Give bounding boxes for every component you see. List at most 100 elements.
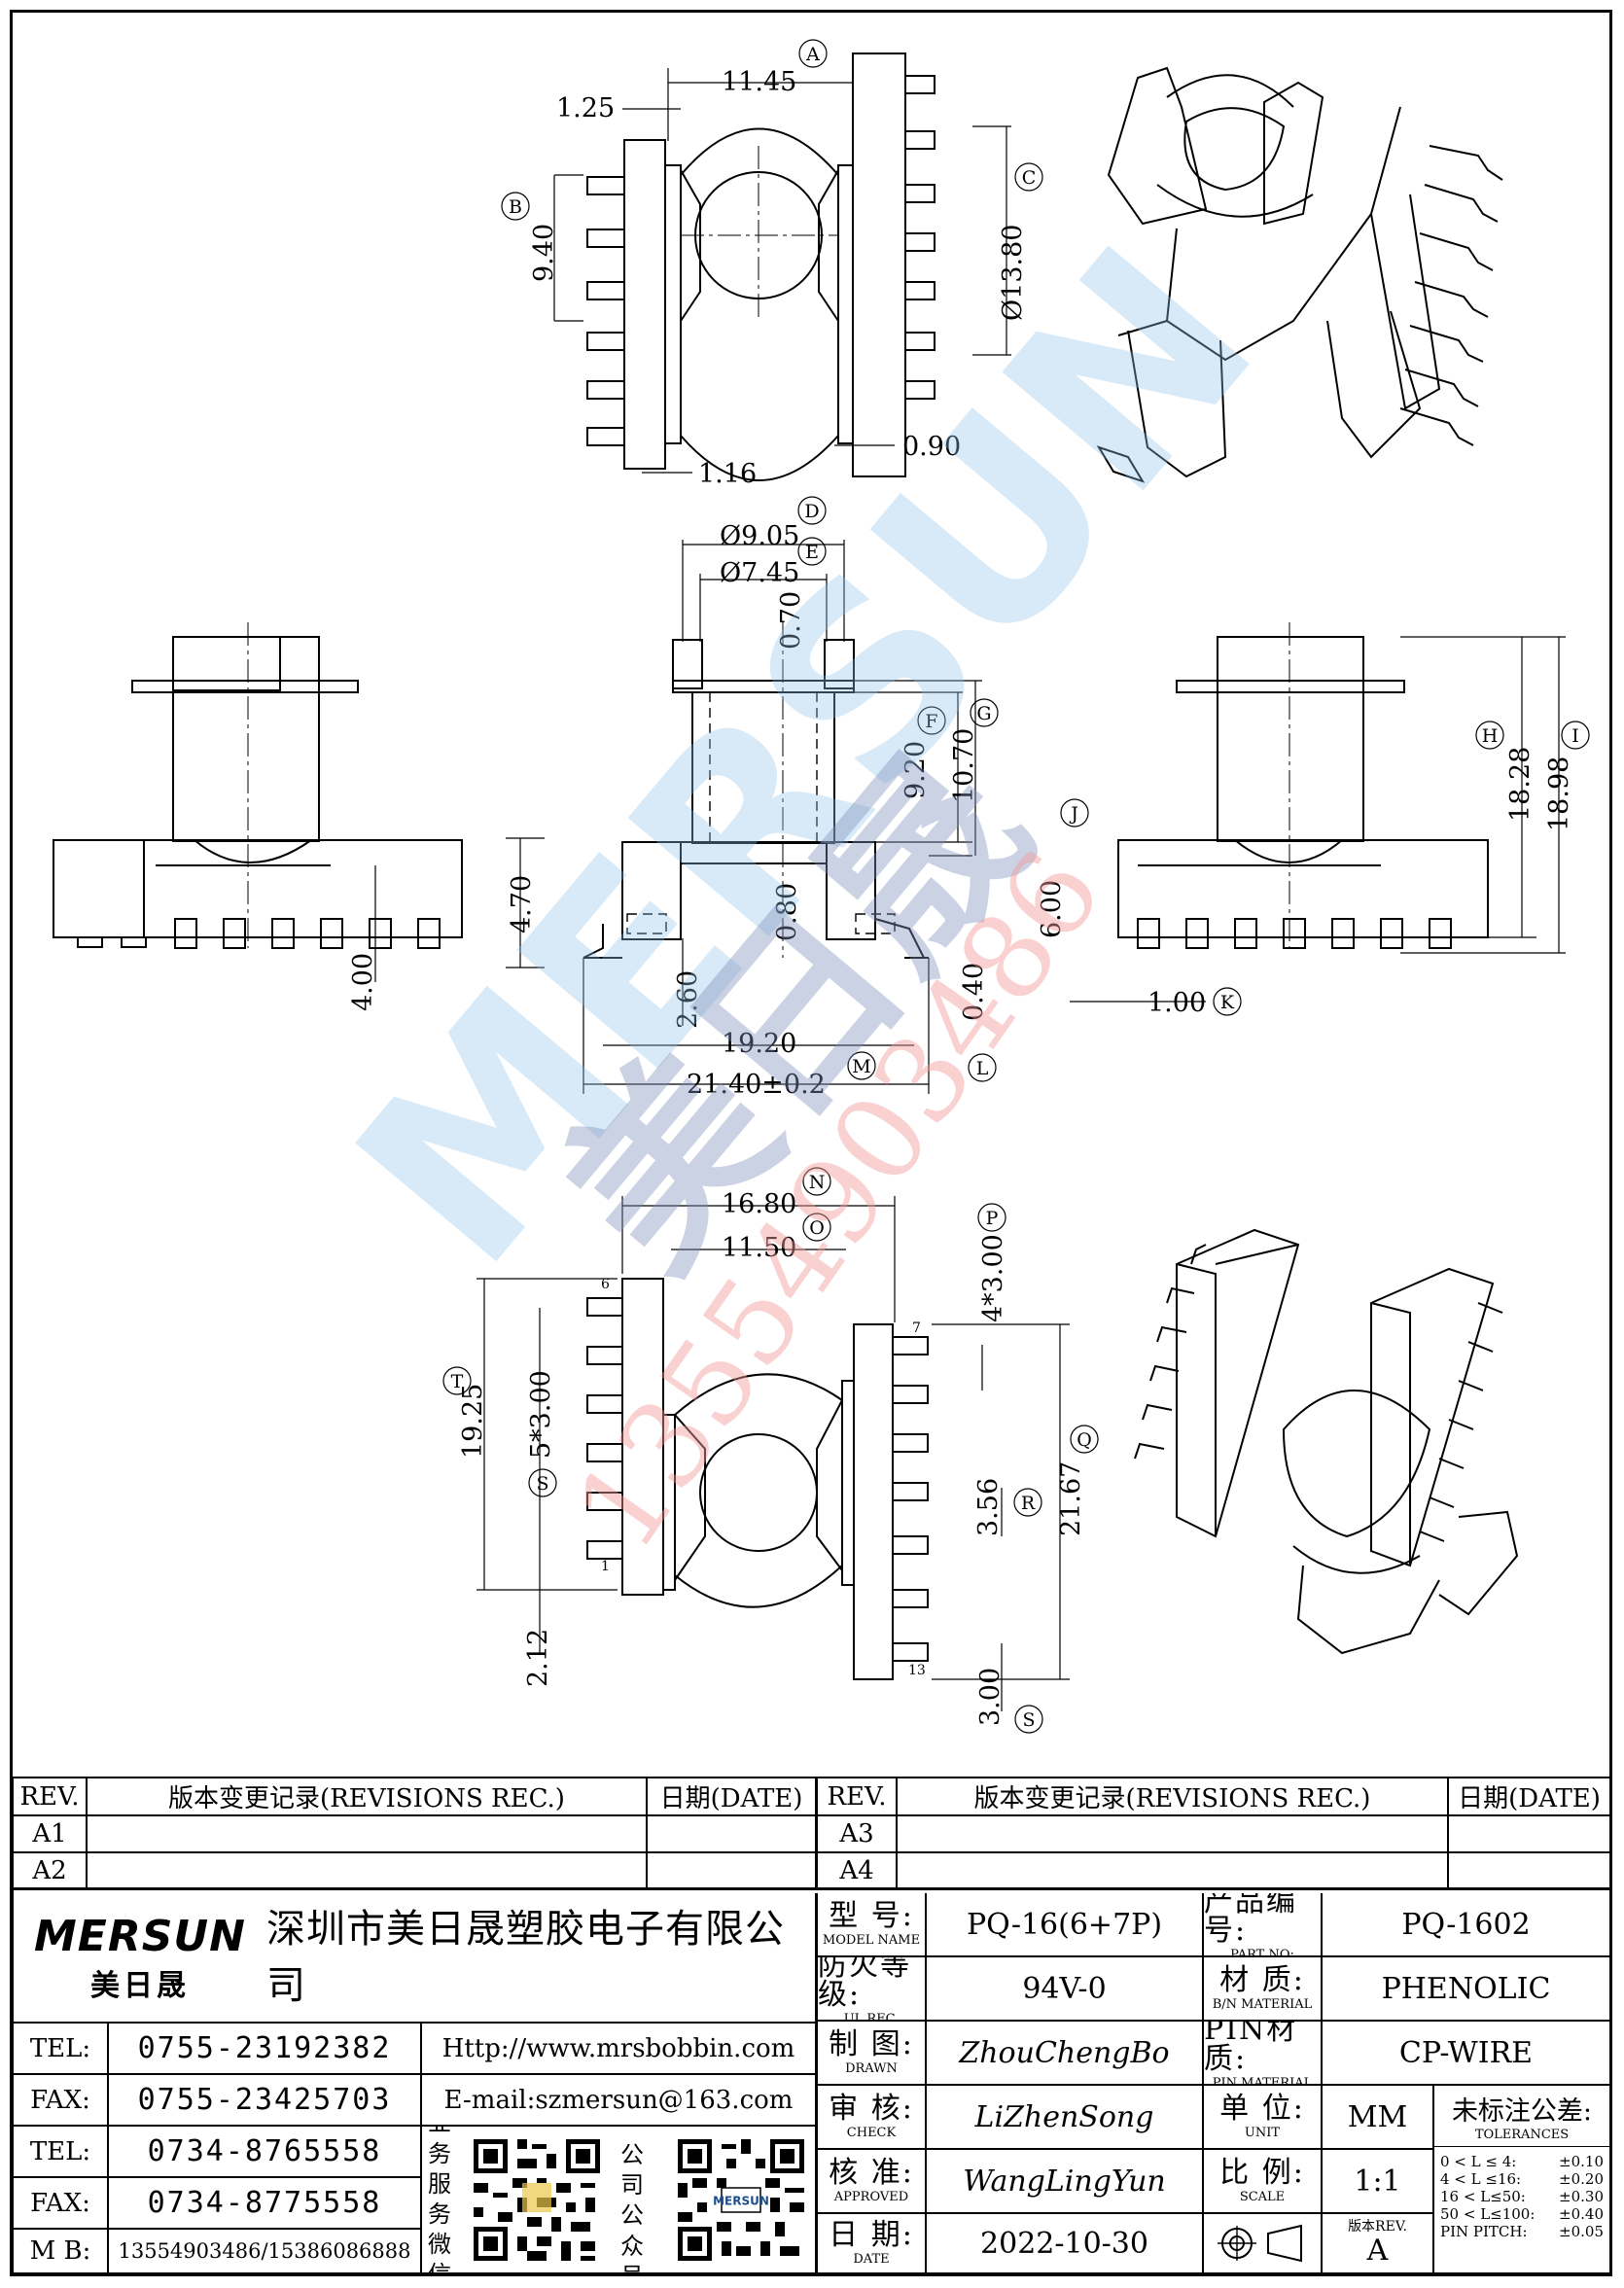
rev-a4-record xyxy=(898,1853,1449,1890)
title-block: REV. 版本变更记录(REVISIONS REC.) 日期(DATE) A1 … xyxy=(12,1777,1611,2274)
company-section: MERSUN 美日晟 深圳市美日晟塑胶电子有限公司 湖南美日晟电子科技有限公司 xyxy=(14,1893,818,2024)
callout-g: G xyxy=(970,698,999,727)
svg-text:N: N xyxy=(809,1172,826,1193)
dim-mid-g: 10.70 xyxy=(949,728,979,803)
scale-value: 1:1 xyxy=(1323,2150,1434,2214)
material-label: 材 质:B/N MATERIAL xyxy=(1204,1957,1323,2022)
top-right-pins xyxy=(904,75,936,400)
rev-a4: A4 xyxy=(818,1853,898,1890)
side-view-right xyxy=(1070,622,1566,1003)
pin-label-6: 6 xyxy=(601,1277,610,1292)
dim-top-b: 9.40 xyxy=(529,224,559,282)
rev-header-right: REV. xyxy=(818,1778,898,1816)
svg-text:I: I xyxy=(1571,725,1579,747)
dim-mid-e: Ø7.45 xyxy=(720,558,799,588)
qr-code-official-account: MERSUN xyxy=(673,2134,809,2266)
callout-e: E xyxy=(797,537,827,566)
drawing-sheet xyxy=(10,10,1612,2276)
rev-a3: A3 xyxy=(818,1816,898,1853)
dim-mid-260: 2.60 xyxy=(673,970,703,1029)
svg-text:J: J xyxy=(1069,803,1078,825)
rev-header-left: REV. xyxy=(14,1778,88,1816)
dim-top-a: 11.45 xyxy=(722,67,796,97)
callout-q: Q xyxy=(1070,1425,1099,1454)
scale-label: 比 例:SCALE xyxy=(1204,2150,1323,2214)
version: 版本REV. A xyxy=(1323,2214,1434,2274)
date-value: 2022-10-30 xyxy=(927,2214,1204,2274)
date-header-right: 日期(DATE) xyxy=(1449,1778,1611,1816)
dim-mid-400: 4.00 xyxy=(348,953,378,1011)
website: Http://www.mrsbobbin.com xyxy=(422,2024,818,2075)
svg-text:O: O xyxy=(809,1217,825,1239)
rev-a1: A1 xyxy=(14,1816,88,1853)
contact-label-5: M B: xyxy=(14,2230,109,2274)
iso1-pins xyxy=(1399,145,1503,446)
tolerance-box: 未标注公差: TOLERANCES 0 < L ≤ 4:±0.10 4 < L … xyxy=(1434,2086,1611,2274)
callout-f: F xyxy=(917,706,946,735)
qr-area: 业务服务微信 公司公众号 MERSUN xyxy=(422,2127,818,2274)
part-value: PQ-1602 xyxy=(1323,1893,1611,1957)
bottom-right-flange xyxy=(853,1323,894,1680)
ul-label: 防火等级:UL REC. xyxy=(818,1957,927,2022)
tolerance-sub: TOLERANCES xyxy=(1434,2128,1609,2147)
unit-value: MM xyxy=(1323,2086,1434,2150)
part-label: 产品编号:PART NO: xyxy=(1204,1893,1323,1957)
dim-bot-300: 3.00 xyxy=(975,1668,1006,1726)
svg-text:H: H xyxy=(1482,725,1499,747)
approved-value: WangLingYun xyxy=(927,2150,1204,2214)
callout-n: N xyxy=(802,1167,831,1196)
svg-text:M: M xyxy=(852,1056,870,1077)
tolerance-label: 未标注公差: xyxy=(1451,2096,1593,2127)
qr-code-wechat xyxy=(469,2134,605,2266)
dim-mid-h: 18.28 xyxy=(1505,747,1536,822)
pin-label-7: 7 xyxy=(912,1320,921,1336)
dim-bot-s: 5*3.00 xyxy=(526,1370,556,1459)
dim-bot-p: 4*3.00 xyxy=(978,1234,1008,1322)
tolerance-row: 0 < L ≤ 4:±0.10 xyxy=(1440,2153,1604,2170)
svg-text:E: E xyxy=(805,542,819,563)
approved-label: 核 准:APPROVED xyxy=(818,2150,927,2214)
model-label: 型 号:MODEL NAME xyxy=(818,1893,927,1957)
rev-a1-record xyxy=(88,1816,648,1853)
material-value: PHENOLIC xyxy=(1323,1957,1611,2022)
tolerance-row: 4 < L ≤16:±0.20 xyxy=(1440,2170,1604,2188)
callout-d: D xyxy=(797,496,827,525)
dim-bot-n: 16.80 xyxy=(722,1189,796,1219)
company-name-1: 深圳市美日晟塑胶电子有限公司 xyxy=(266,1907,785,2008)
callout-a: A xyxy=(798,39,828,68)
svg-text:S: S xyxy=(536,1473,548,1495)
pin-material-value: CP-WIRE xyxy=(1323,2022,1611,2086)
dim-top-c: Ø13.80 xyxy=(998,225,1028,321)
qr2-brand: MERSUN xyxy=(713,2195,769,2208)
bottom-view xyxy=(477,1196,1070,1711)
date-header-left: 日期(DATE) xyxy=(648,1778,818,1816)
iso2-pins xyxy=(1134,1244,1503,1542)
top-left-flange xyxy=(623,139,666,470)
pin-label-13: 13 xyxy=(908,1663,926,1678)
company-logo: MERSUN 美日晟 xyxy=(14,1893,266,2022)
tolerance-row: PIN PITCH:±0.05 xyxy=(1440,2223,1604,2240)
email: E-mail:szmersun@163.com xyxy=(422,2075,818,2127)
rev-a1-date xyxy=(648,1816,818,1853)
drawn-label: 制 图:DRAWN xyxy=(818,2022,927,2086)
svg-text:Q: Q xyxy=(1077,1429,1092,1451)
contact-label-4: FAX: xyxy=(14,2178,109,2230)
callout-k: K xyxy=(1213,987,1242,1016)
callout-j: J xyxy=(1060,798,1089,827)
dim-mid-d: Ø9.05 xyxy=(720,521,799,551)
rev-a2: A2 xyxy=(14,1853,88,1890)
tolerance-row: 50 < L≤100:±0.40 xyxy=(1440,2205,1604,2223)
svg-text:K: K xyxy=(1220,992,1235,1013)
callout-c: C xyxy=(1014,162,1043,192)
dim-mid-2140: 21.40±0.2 xyxy=(687,1070,826,1100)
rev-rec-header-right: 版本变更记录(REVISIONS REC.) xyxy=(898,1778,1449,1816)
dim-top-116: 1.16 xyxy=(698,459,757,489)
dim-bot-t: 19.25 xyxy=(458,1384,488,1459)
logo-cn: 美日晟 xyxy=(90,1968,190,2003)
callout-m: M xyxy=(847,1051,876,1080)
dim-mid-f: 9.20 xyxy=(900,741,931,799)
side-left-pins xyxy=(77,918,441,949)
qr1-label: 业务服务微信 xyxy=(428,2127,451,2272)
callout-p: P xyxy=(977,1203,1006,1232)
top-left-pins xyxy=(586,176,625,446)
